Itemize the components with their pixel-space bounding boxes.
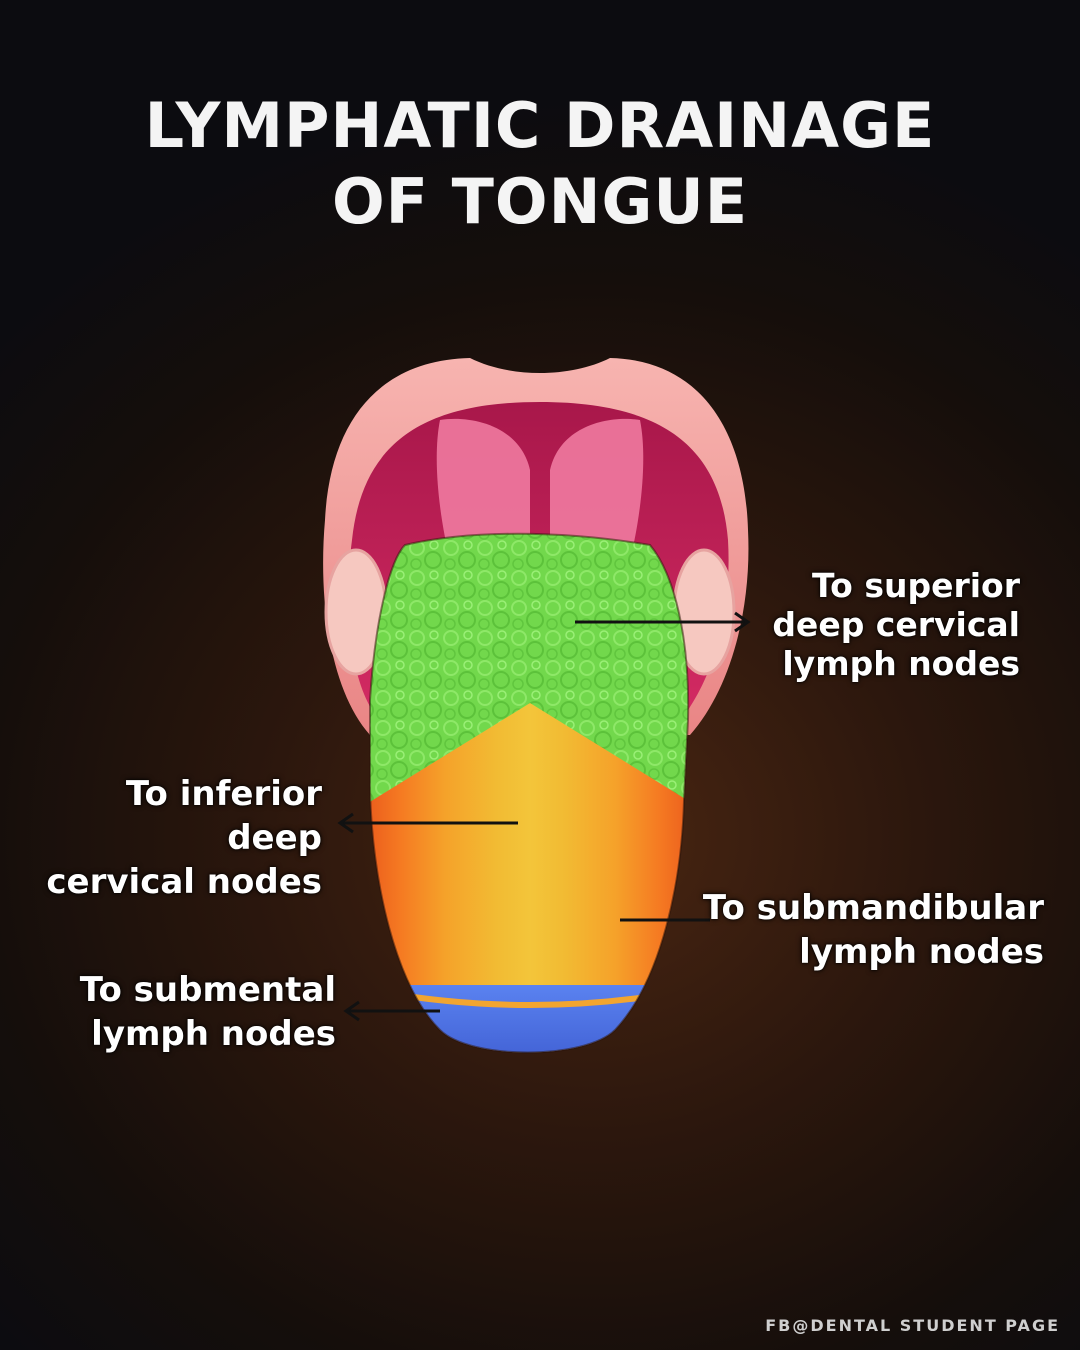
arrow-superior <box>575 611 751 633</box>
palate <box>436 418 530 560</box>
arrow-submental <box>343 1000 440 1022</box>
title-line-2: OF TONGUE <box>331 165 749 238</box>
label-inferior-line-2: cervical nodes <box>46 862 322 902</box>
arrow-inferior <box>337 812 518 834</box>
label-submandibular-line-1: To submandibular <box>702 888 1044 928</box>
footer-credit: FB@DENTAL STUDENT PAGE <box>765 1316 1060 1335</box>
label-superior-line-2: deep cervical <box>772 605 1020 644</box>
label-superior-line-1: To superior <box>812 566 1020 605</box>
title-line-1: LYMPHATIC DRAINAGE <box>144 89 936 162</box>
label-inferior: To inferior deep cervical nodes <box>20 772 322 904</box>
posterior-region <box>370 533 689 808</box>
label-superior: To superior deep cervical lymph nodes <box>740 566 1020 683</box>
tip-region <box>370 985 689 1053</box>
label-submental-line-2: lymph nodes <box>91 1014 336 1054</box>
label-superior-line-3: lymph nodes <box>782 644 1020 683</box>
label-submental-line-1: To submental <box>79 970 336 1010</box>
label-submandibular: To submandibular lymph nodes <box>690 886 1044 974</box>
label-inferior-line-1: To inferior deep <box>125 774 322 858</box>
label-submandibular-line-2: lymph nodes <box>799 932 1044 972</box>
label-submental: To submental lymph nodes <box>40 968 336 1056</box>
tongue <box>370 533 689 1053</box>
